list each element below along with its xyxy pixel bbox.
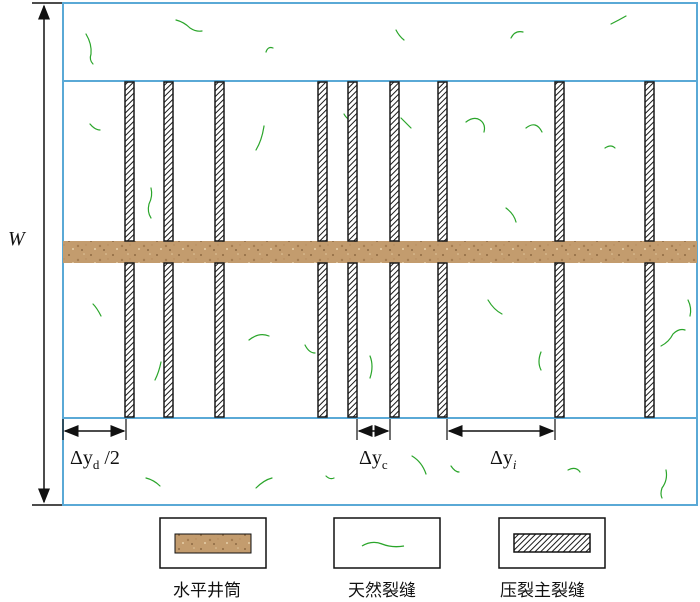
hydraulic-fracture xyxy=(163,262,174,418)
hydraulic-fracture xyxy=(124,81,135,242)
width-label: W xyxy=(8,228,25,250)
dy-c-label: Δyc xyxy=(359,447,388,473)
dy-i-symbol: Δy xyxy=(490,447,513,469)
natural-fracture xyxy=(687,299,692,317)
hydraulic-fracture xyxy=(124,262,135,418)
dy-i-label: Δyi xyxy=(490,447,517,473)
wellbore-swatch xyxy=(174,533,252,554)
dy-i-subscript: i xyxy=(512,457,517,472)
hydraulic-fracture xyxy=(437,81,448,242)
natural-fracture xyxy=(92,303,102,317)
natural-fracture xyxy=(450,465,460,473)
natural-fracture xyxy=(175,19,203,32)
hydraulic-fracture xyxy=(554,262,565,418)
natural-fracture xyxy=(465,117,486,133)
natural-fracture xyxy=(304,344,316,354)
natural-fracture xyxy=(538,351,542,371)
hydraulic-fracture xyxy=(317,81,328,242)
natural-fracture xyxy=(145,477,161,487)
natural-fracture xyxy=(369,355,373,379)
natural-fracture xyxy=(89,123,101,131)
natural-fracture xyxy=(525,124,543,133)
natural-fracture xyxy=(567,467,581,473)
dy-c-symbol: Δy xyxy=(359,447,382,469)
natural-fracture xyxy=(660,469,668,499)
dy-c-subscript: c xyxy=(381,457,388,472)
natural-fracture-swatch xyxy=(361,541,405,548)
natural-fracture xyxy=(85,33,94,65)
legend-box-natural xyxy=(333,517,441,569)
natural-fracture xyxy=(255,477,273,489)
hydraulic-fracture xyxy=(554,81,565,242)
natural-fracture xyxy=(154,361,162,381)
hydraulic-fracture xyxy=(214,81,225,242)
natural-fractures xyxy=(85,15,692,499)
natural-fracture xyxy=(265,46,274,53)
dy-d-half-label: Δyd /2 xyxy=(70,447,120,473)
natural-fracture xyxy=(248,334,270,341)
horizontal-wellbore xyxy=(63,241,697,263)
hydraulic-fractures xyxy=(124,81,655,418)
hydraulic-fracture xyxy=(347,262,358,418)
hydraulic-fracture xyxy=(644,81,655,242)
natural-fracture xyxy=(325,475,335,480)
natural-fracture xyxy=(400,117,412,129)
hydraulic-fracture xyxy=(389,81,400,242)
natural-fracture xyxy=(487,299,503,315)
hydraulic-fracture xyxy=(644,262,655,418)
natural-fracture xyxy=(395,29,405,41)
natural-fracture xyxy=(411,455,427,475)
natural-fracture xyxy=(505,207,517,223)
natural-fracture xyxy=(660,328,686,347)
legend-label-natural: 天然裂缝 xyxy=(348,581,416,601)
dy-d-subscript: d xyxy=(92,457,100,472)
legend-label-hydraulic: 压裂主裂缝 xyxy=(500,581,585,601)
natural-fracture xyxy=(510,31,524,39)
hydraulic-fracture xyxy=(347,81,358,242)
hydraulic-fracture xyxy=(317,262,328,418)
hydraulic-fracture xyxy=(437,262,448,418)
dy-d-tail: /2 xyxy=(99,447,120,469)
natural-fracture xyxy=(147,187,153,219)
hydraulic-fracture xyxy=(163,81,174,242)
natural-fracture xyxy=(255,125,265,151)
hydraulic-fracture-swatch xyxy=(513,533,591,553)
hydraulic-fracture xyxy=(389,262,400,418)
hydraulic-fracture xyxy=(214,262,225,418)
dy-d-symbol: Δy xyxy=(70,447,93,469)
natural-fracture xyxy=(610,15,627,25)
legend-label-wellbore: 水平井筒 xyxy=(173,581,241,601)
natural-fracture xyxy=(604,145,616,149)
